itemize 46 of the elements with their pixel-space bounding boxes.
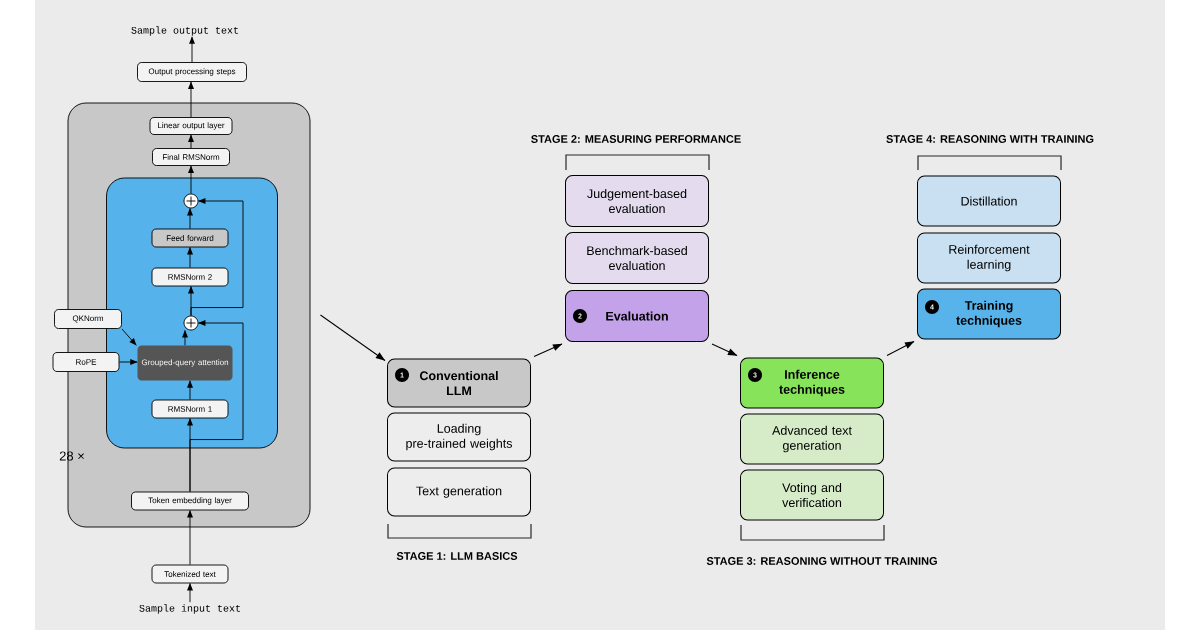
arrow [189,320,244,492]
input-box: QKNorm [54,309,122,329]
arrow [119,359,138,365]
stage-box: Loading pre-trained weights [387,412,531,462]
arrow [187,583,193,603]
layer-box: Linear output layer [149,117,233,135]
stage-title: STAGE 1: LLM BASICS [396,552,518,560]
arrow [188,81,194,118]
stage-box: Judgement-based evaluation [565,175,709,227]
process-box: Tokenized text [151,564,229,584]
arrow [533,343,563,357]
stage-box: Advanced text generation [740,413,884,465]
io-text: Sample output text [131,26,238,36]
layer-box: RMSNorm 1 [151,399,229,419]
layer-box: Token embedding layer [131,491,249,511]
stage-box: Benchmark-based evaluation [565,232,709,284]
process-box: Output processing steps [137,62,247,82]
attention-box: Grouped-query attention [137,345,233,381]
arrow [886,341,915,356]
arrow [189,36,195,63]
arrow [187,510,193,565]
plus-circle [183,315,199,331]
arrow [711,343,738,356]
arrow [182,330,188,346]
stage-title: STAGE 4: REASONING WITH TRAINING [886,135,1094,143]
arrow [188,134,194,149]
repeat-count: 28 × [59,451,84,461]
layer-box: RMSNorm 2 [151,267,229,287]
arrow [121,328,137,346]
stage-title: STAGE 2: MEASURING PERFORMANCE [531,135,741,143]
stage-box: Text generation [387,467,531,517]
arrow [187,247,193,268]
io-text: Sample input text [139,604,240,614]
arrow [188,165,194,194]
layer-box: Feed forward [151,228,229,248]
arrow [187,208,193,229]
input-box: RoPE [52,352,120,372]
stage-title: STAGE 3: REASONING WITHOUT TRAINING [706,557,937,565]
arrow [187,380,193,400]
stage-box: Distillation [917,175,1061,227]
stage-box: Reinforcement learning [917,232,1061,284]
arrow [190,198,244,316]
stage-box: Voting and verification [740,469,884,521]
plus-circle [183,193,199,209]
arrow [319,314,386,361]
layer-box: Final RMSNorm [152,148,230,166]
